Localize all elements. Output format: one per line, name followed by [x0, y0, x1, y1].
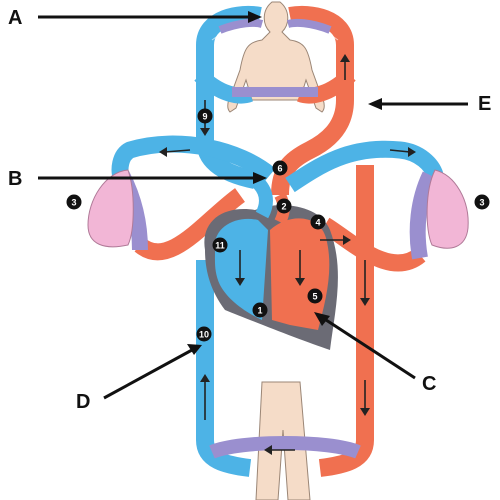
pulmonary-vein-left [134, 188, 246, 261]
svg-text:11: 11 [215, 241, 225, 251]
marker-6: 6 [272, 160, 288, 176]
descending-aorta [318, 165, 374, 477]
pulmonary-artery-right [285, 140, 444, 193]
label-d-pointer: D [76, 344, 202, 413]
svg-text:3: 3 [479, 198, 484, 208]
marker-3-right: 3 [474, 194, 490, 210]
label-a-pointer: A [8, 7, 262, 29]
marker-11: 11 [212, 237, 228, 253]
svg-text:10: 10 [199, 330, 209, 340]
left-lung [87, 169, 134, 248]
label-c-pointer: C [314, 312, 436, 395]
svg-text:9: 9 [202, 112, 207, 122]
marker-10: 10 [196, 326, 212, 342]
pulmonary-vein-right [320, 217, 426, 272]
svg-text:2: 2 [281, 202, 286, 212]
svg-text:6: 6 [277, 164, 282, 174]
svg-text:3: 3 [71, 198, 76, 208]
marker-3-left: 3 [66, 194, 82, 210]
right-lung [426, 169, 469, 249]
label-b-pointer: B [8, 168, 267, 190]
marker-4: 4 [310, 214, 326, 230]
flow-arrows [159, 54, 416, 455]
label-e: E [478, 93, 491, 115]
label-c: C [422, 373, 436, 395]
svg-text:1: 1 [257, 306, 262, 316]
svg-text:5: 5 [312, 292, 317, 302]
marker-5: 5 [307, 288, 323, 304]
label-a: A [8, 7, 22, 29]
marker-1: 1 [252, 302, 268, 318]
svg-text:4: 4 [315, 218, 320, 228]
label-d: D [76, 391, 90, 413]
marker-9: 9 [197, 108, 213, 124]
leg-capillary-band [209, 436, 361, 459]
lower-body-figure [255, 381, 311, 500]
pulmonary-artery-left [111, 135, 276, 184]
label-e-pointer: E [368, 93, 491, 115]
right-heart-chambers [214, 218, 268, 320]
right-lung-capillaries [409, 171, 438, 260]
marker-2: 2 [276, 198, 292, 214]
label-b: B [8, 168, 22, 190]
inferior-vena-cava [196, 260, 252, 477]
